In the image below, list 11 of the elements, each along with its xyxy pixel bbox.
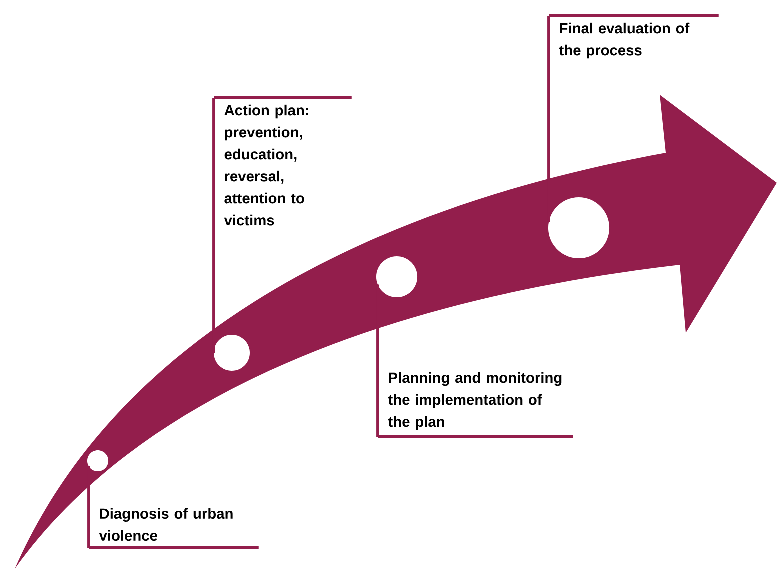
milestone-circle	[87, 450, 109, 472]
leader-line	[548, 16, 550, 222]
step-label: Action plan: prevention, education, reversal, attention to victims	[214, 96, 352, 226]
leader-line	[212, 98, 216, 353]
milestone-circle	[376, 256, 418, 298]
leader-line	[376, 284, 380, 437]
milestone-circle	[548, 197, 610, 259]
milestone-circle	[214, 335, 250, 371]
step-label: Final evaluation of the process	[549, 14, 719, 59]
step-label: Diagnosis of urban violence	[89, 508, 259, 550]
step-label: Planning and monitoring the implementation of the plan	[378, 372, 574, 438]
